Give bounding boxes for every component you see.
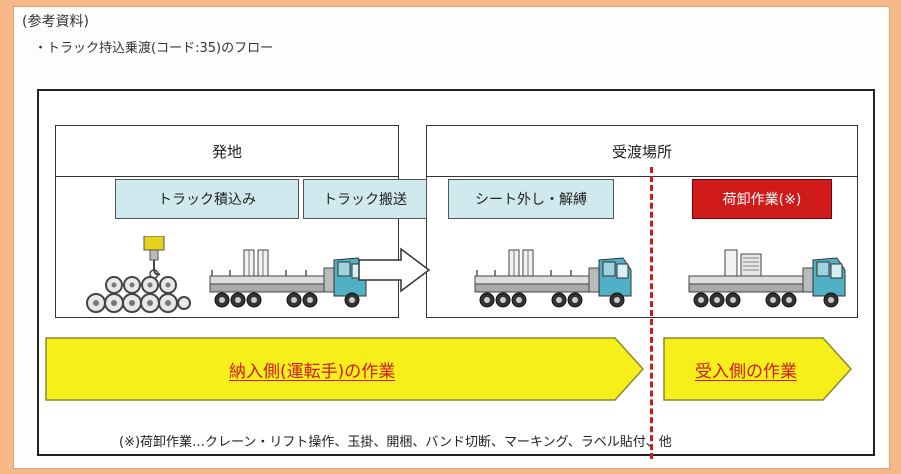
truck-icon <box>209 249 367 308</box>
receiver-work-band <box>663 337 853 401</box>
unloading-footnote: (※)荷卸作業…クレーン・リフト操作、玉掛、開梱、バンド切断、マーキング、ラベル… <box>119 435 672 450</box>
step-truck-transport: トラック搬送 <box>303 179 427 219</box>
flow-diagram-frame: 発地 <box>37 89 875 459</box>
truck-icon <box>474 249 632 308</box>
supplier-work-label: 納入側(運転手)の作業 <box>229 362 396 382</box>
reference-title: (参考資料) <box>22 14 89 30</box>
responsibility-divider <box>650 167 653 459</box>
step-unloading: 荷卸作業(※) <box>692 179 832 219</box>
origin-box: 発地 <box>55 125 399 318</box>
truck-icon <box>688 249 846 308</box>
step-sheet-removal: シート外し・解縛 <box>448 179 614 219</box>
receiver-work-label: 受入側の作業 <box>695 362 797 382</box>
outline-arrow-icon <box>358 247 431 293</box>
reference-page: (参考資料) ・トラック持込乗渡(コード:35)のフロー 発地 <box>13 6 890 469</box>
flow-title: ・トラック持込乗渡(コード:35)のフロー <box>34 41 274 56</box>
crane-hook-icon <box>143 236 165 279</box>
coil-pile-icon <box>86 276 191 313</box>
supplier-work-band <box>45 337 645 401</box>
delivery-place-header: 受渡場所 <box>427 126 857 177</box>
step-truck-loading: トラック積込み <box>115 179 299 219</box>
delivery-place-box: 受渡場所 <box>426 125 858 318</box>
origin-header: 発地 <box>56 126 398 177</box>
